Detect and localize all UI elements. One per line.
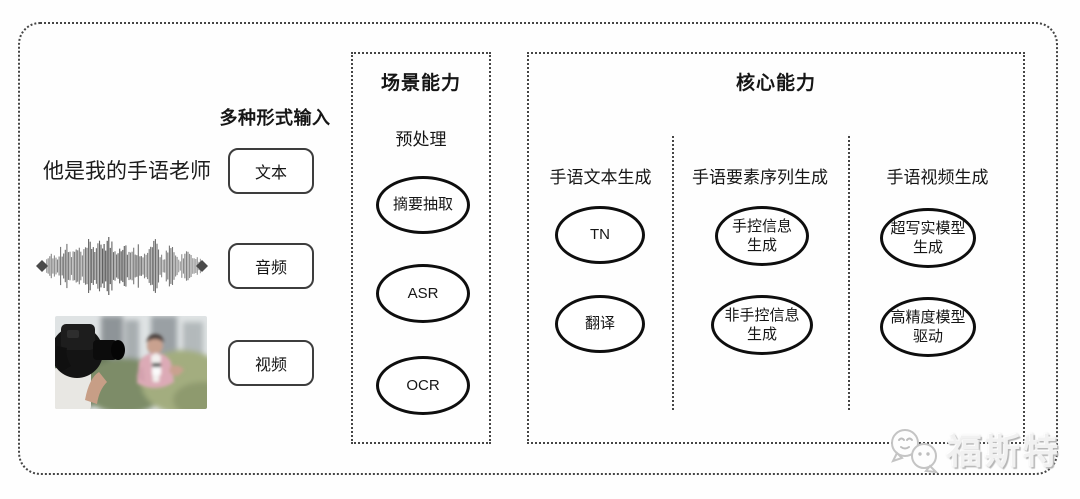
node-label-line1: 超写实模型 <box>890 219 966 237</box>
input-type-video-box: 视频 <box>228 340 314 386</box>
sample-sentence-text: 他是我的手语老师 <box>43 160 211 183</box>
column-divider <box>672 136 674 410</box>
node-summary-extraction: 摘要抽取 <box>376 176 470 234</box>
outer-frame <box>18 22 1058 475</box>
node-hyperrealistic-model-generation: 超写实模型 生成 <box>880 208 976 268</box>
node-label-line1: 手控信息 <box>731 217 792 235</box>
column-divider <box>848 136 850 410</box>
node-non-manual-info-generation: 非手控信息 生成 <box>711 295 813 355</box>
node-label: ASR <box>407 284 439 302</box>
node-label: TN <box>590 226 610 244</box>
video-thumbnail <box>55 316 207 409</box>
input-type-text-label: 文本 <box>254 165 287 182</box>
node-label-line2: 生成 <box>746 237 777 254</box>
watermark: 福斯特 <box>884 424 1061 475</box>
node-asr: ASR <box>376 264 470 323</box>
core-capability-panel: 核心能力 手语文本生成 手语要素序列生成 手语视频生成 TN 翻译 手控信息 生… <box>527 52 1025 444</box>
node-high-precision-model-driving: 高精度模型 驱动 <box>880 297 976 357</box>
node-manual-info-generation: 手控信息 生成 <box>715 206 809 266</box>
node-tn: TN <box>555 206 645 264</box>
input-type-audio-box: 音频 <box>228 243 314 289</box>
node-label-line1: 高精度模型 <box>890 308 966 326</box>
audio-waveform-icon <box>36 237 208 295</box>
scene-panel-title: 场景能力 <box>380 73 461 94</box>
node-ocr: OCR <box>376 356 470 415</box>
node-label: 翻译 <box>584 315 615 333</box>
core-panel-title: 核心能力 <box>735 73 816 94</box>
input-type-video-label: 视频 <box>254 357 287 374</box>
node-label-line1: 非手控信息 <box>724 306 800 324</box>
camera-figure <box>55 324 125 409</box>
column-header-sign-text-generation: 手语文本生成 <box>549 168 652 187</box>
node-label: OCR <box>406 376 440 394</box>
scene-capability-panel: 场景能力 预处理 摘要抽取 ASR OCR <box>351 52 491 444</box>
watermark-text: 福斯特 <box>947 433 1062 472</box>
input-type-audio-label: 音频 <box>254 260 287 277</box>
node-translation: 翻译 <box>555 295 645 353</box>
column-header-sign-element-sequence-generation: 手语要素序列生成 <box>692 168 828 187</box>
inputs-heading: 多种形式输入 <box>219 108 331 128</box>
node-label-line2: 生成 <box>912 239 943 256</box>
reporter-figure <box>137 334 184 388</box>
column-header-sign-video-generation: 手语视频生成 <box>886 168 989 187</box>
node-label: 摘要抽取 <box>392 196 453 214</box>
input-type-text-box: 文本 <box>228 148 314 194</box>
node-label-line2: 生成 <box>746 326 777 343</box>
node-label-line2: 驱动 <box>912 328 943 345</box>
wechat-logo-icon <box>891 428 939 473</box>
preprocess-label: 预处理 <box>395 130 447 149</box>
